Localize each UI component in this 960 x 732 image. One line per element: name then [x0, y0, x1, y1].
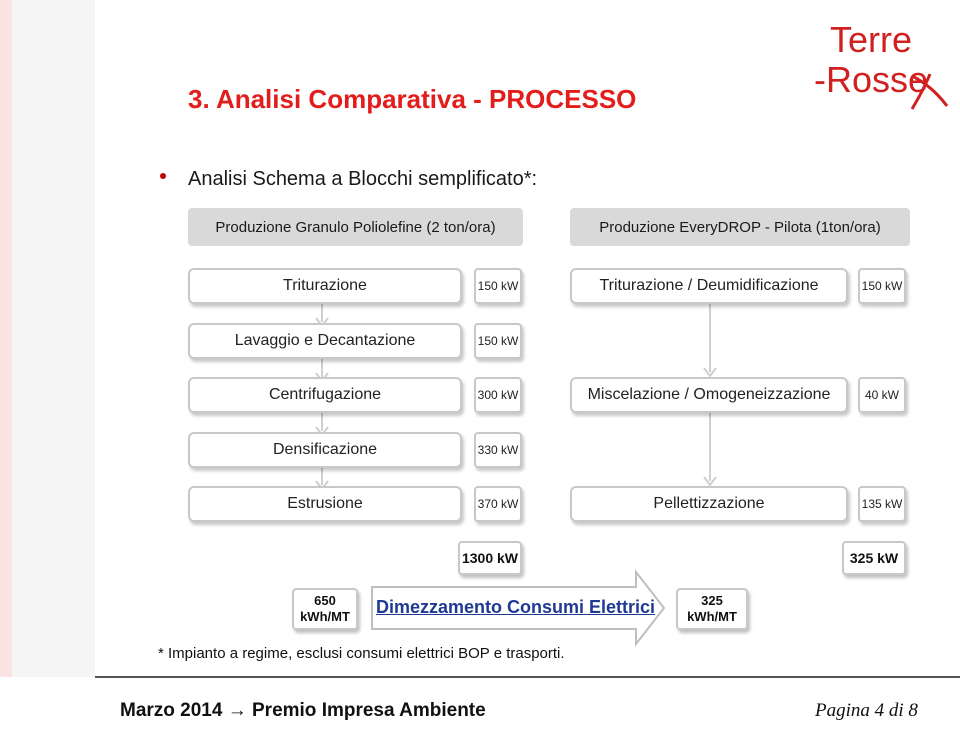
subtitle: Analisi Schema a Blocchi semplificato*:: [188, 168, 538, 190]
bullet-icon: [160, 173, 166, 179]
power-estrusione: 370 kW: [474, 486, 522, 522]
power-triturazione: 150 kW: [474, 268, 522, 304]
step-densificazione: Densificazione: [188, 432, 462, 468]
right-specific-consumption: 325 kWh/MT: [676, 588, 748, 630]
halving-arrow-label: Dimezzamento Consumi Elettrici: [376, 597, 656, 617]
left-column-header: Produzione Granulo Poliolefine (2 ton/or…: [188, 208, 523, 246]
step-miscelazione-omogeneizzazione: Miscelazione / Omogeneizzazione: [570, 377, 848, 413]
logo-line-1: Terre: [830, 19, 912, 60]
page-title: 3. Analisi Comparativa - PROCESSO: [188, 84, 637, 114]
step-pellettizzazione: Pellettizzazione: [570, 486, 848, 522]
sidebar-decoration: [0, 0, 95, 677]
sidebar-accent: [0, 0, 12, 677]
left-total-power: 1300 kW: [458, 541, 522, 575]
footnote: * Impianto a regime, esclusi consumi ele…: [158, 645, 565, 662]
footer-divider: [95, 676, 960, 678]
step-estrusione: Estrusione: [188, 486, 462, 522]
right-result-unit: kWh/MT: [687, 609, 737, 624]
power-lavaggio-decantazione: 150 kW: [474, 323, 522, 359]
left-specific-consumption: 650 kWh/MT: [292, 588, 358, 630]
power-centrifugazione: 300 kW: [474, 377, 522, 413]
power-pellettizzazione: 135 kW: [858, 486, 906, 522]
power-densificazione: 330 kW: [474, 432, 522, 468]
step-centrifugazione: Centrifugazione: [188, 377, 462, 413]
power-triturazione-deumidificazione: 150 kW: [858, 268, 906, 304]
footer-event: Marzo 2014 → Premio Impresa Ambiente: [120, 700, 486, 721]
step-lavaggio-decantazione: Lavaggio e Decantazione: [188, 323, 462, 359]
right-total-power: 325 kW: [842, 541, 906, 575]
terre-rosse-logo: Terre -Rosse: [814, 19, 949, 110]
right-column-header: Produzione EveryDROP - Pilota (1ton/ora): [570, 208, 910, 246]
left-result-unit: kWh/MT: [300, 609, 350, 624]
page-number: Pagina 4 di 8: [815, 700, 918, 721]
power-miscelazione-omogeneizzazione: 40 kW: [858, 377, 906, 413]
step-triturazione-deumidificazione: Triturazione / Deumidificazione: [570, 268, 848, 304]
left-result-value: 650: [314, 593, 336, 608]
logo-line-2: -Rosse: [814, 59, 928, 100]
halving-arrow: [371, 569, 666, 647]
step-triturazione: Triturazione: [188, 268, 462, 304]
right-result-value: 325: [701, 593, 723, 608]
